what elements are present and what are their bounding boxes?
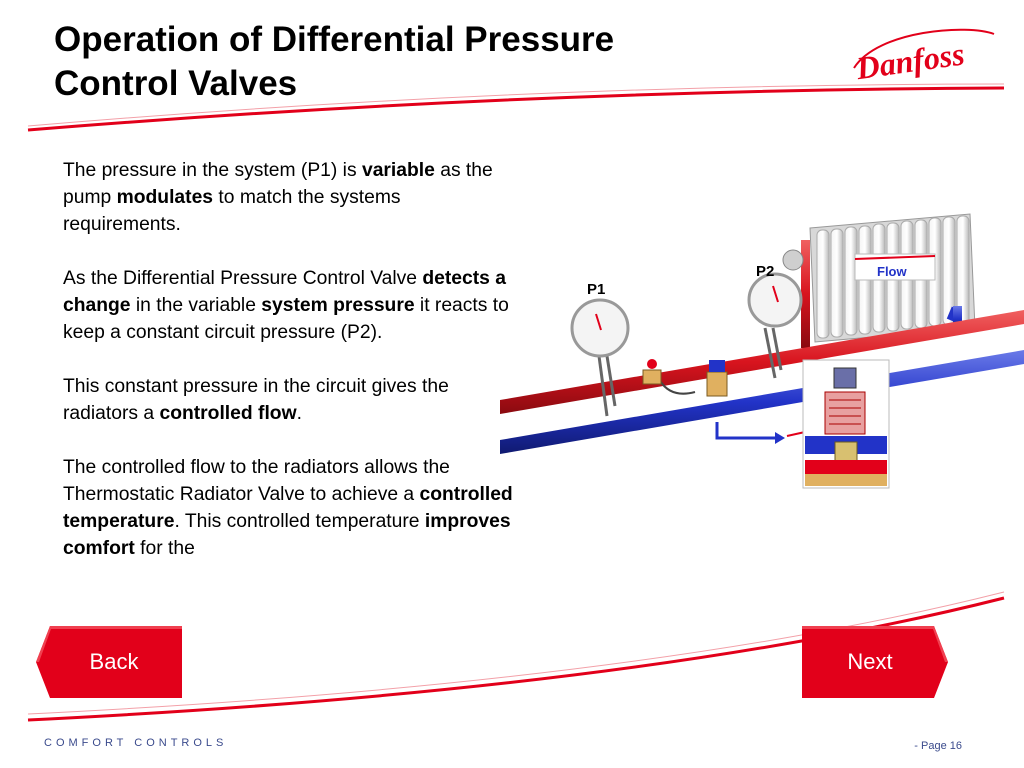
flow-label: Flow — [877, 264, 907, 279]
logo-text: Danfoss — [853, 35, 966, 84]
pressure-gauge-p1: P1 — [570, 281, 630, 417]
next-arrow-shape — [802, 626, 948, 698]
back-button-label: Back — [89, 649, 139, 674]
back-button[interactable]: Back — [36, 626, 182, 698]
back-arrow-shape — [36, 626, 182, 698]
return-pipe-blue — [500, 350, 1024, 454]
slide-title-line-2: Control Valves — [54, 64, 298, 103]
slide-title: Operation of Differential Pressure Contr… — [54, 18, 754, 106]
dpcv-valve — [642, 359, 728, 397]
next-button-label: Next — [847, 649, 893, 674]
next-button[interactable]: Next — [802, 626, 948, 698]
pressure-gauge-p2: P2 — [747, 263, 803, 379]
page-number: - Page 16 — [914, 740, 962, 752]
system-diagram: Flow P1 P2 — [500, 213, 1024, 489]
gauge-p2-label: P2 — [756, 263, 774, 280]
flow-arrow-icon — [715, 422, 775, 440]
paragraph-variable-pressure: The pressure in the system (P1) is varia… — [63, 160, 493, 235]
footer-brand-line: COMFORT CONTROLS — [44, 737, 228, 749]
body-text: The pressure in the system (P1) is varia… — [63, 157, 513, 617]
danfoss-logo: Danfoss — [853, 28, 995, 84]
gauge-p1-label: P1 — [587, 281, 605, 298]
radiator: Flow — [809, 213, 976, 343]
trv-head — [782, 249, 804, 271]
paragraph-controlled-temperature: The controlled flow to the radiators all… — [63, 457, 513, 559]
slide-title-line-1: Operation of Differential Pressure — [54, 20, 615, 59]
paragraph-controlled-flow: This constant pressure in the circuit gi… — [63, 376, 449, 424]
flow-pipe-red — [500, 310, 1024, 414]
paragraph-dpcv-reaction: As the Differential Pressure Control Val… — [63, 268, 509, 343]
valve-cross-section-inset — [802, 359, 890, 489]
